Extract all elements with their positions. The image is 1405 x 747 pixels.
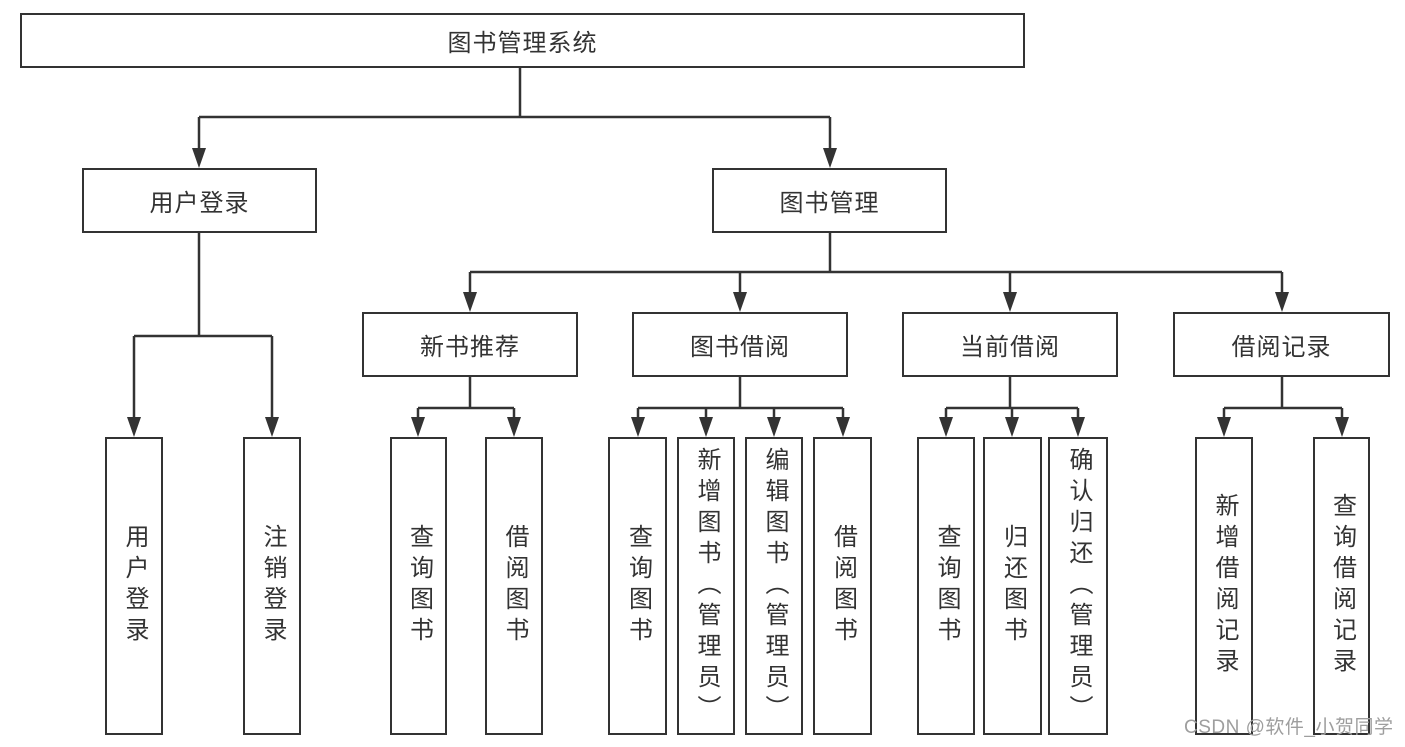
leaf-borrow-book-recommend-label: 借阅图书 xyxy=(501,524,528,648)
leaf-borrow-book-borrow: 借阅图书 xyxy=(813,437,872,735)
node-new-book-recommend-label: 新书推荐 xyxy=(420,334,520,361)
leaf-add-book-admin-label: 新增图书（管理员） xyxy=(693,446,720,726)
node-new-book-recommend: 新书推荐 xyxy=(362,312,578,377)
leaf-add-borrow-record-label: 新增借阅记录 xyxy=(1211,493,1238,679)
leaf-return-book-label: 归还图书 xyxy=(999,524,1027,648)
leaf-logout-label: 注销登录 xyxy=(259,524,286,648)
leaf-edit-book-admin: 编辑图书（管理员） xyxy=(745,437,803,735)
leaf-edit-book-admin-label: 编辑图书（管理员） xyxy=(761,446,788,726)
leaf-query-borrow-record: 查询借阅记录 xyxy=(1313,437,1370,735)
leaf-user-login: 用户登录 xyxy=(105,437,163,735)
node-borrow-records-label: 借阅记录 xyxy=(1231,334,1332,361)
leaf-query-book-recommend: 查询图书 xyxy=(390,437,447,735)
node-user-login: 用户登录 xyxy=(82,168,317,233)
leaf-return-book: 归还图书 xyxy=(983,437,1042,735)
leaf-add-borrow-record: 新增借阅记录 xyxy=(1195,437,1253,735)
leaf-query-book-current: 查询图书 xyxy=(917,437,975,735)
leaf-query-borrow-record-label: 查询借阅记录 xyxy=(1328,493,1356,679)
node-borrow-records: 借阅记录 xyxy=(1173,312,1390,377)
csdn-watermark: CSDN @软件_小贺同学 xyxy=(1184,717,1394,738)
node-book-management: 图书管理 xyxy=(712,168,947,233)
node-root-system: 图书管理系统 xyxy=(20,13,1025,68)
leaf-query-book-current-label: 查询图书 xyxy=(933,524,960,648)
node-book-management-label: 图书管理 xyxy=(779,190,880,217)
leaf-query-book-borrow-label: 查询图书 xyxy=(624,524,652,648)
leaf-user-login-label: 用户登录 xyxy=(121,524,148,648)
leaf-borrow-book-borrow-label: 借阅图书 xyxy=(829,524,857,648)
node-current-borrow: 当前借阅 xyxy=(902,312,1118,377)
leaf-confirm-return-admin-label: 确认归还（管理员） xyxy=(1065,446,1092,726)
node-user-login-label: 用户登录 xyxy=(149,190,250,217)
leaf-query-book-recommend-label: 查询图书 xyxy=(405,524,433,648)
node-current-borrow-label: 当前借阅 xyxy=(960,334,1060,361)
node-root-label: 图书管理系统 xyxy=(447,30,598,57)
leaf-query-book-borrow: 查询图书 xyxy=(608,437,667,735)
leaf-borrow-book-recommend: 借阅图书 xyxy=(485,437,543,735)
node-book-borrow-label: 图书借阅 xyxy=(690,334,790,361)
leaf-confirm-return-admin: 确认归还（管理员） xyxy=(1048,437,1108,735)
arrowheads xyxy=(127,148,1349,437)
leaf-add-book-admin: 新增图书（管理员） xyxy=(677,437,735,735)
node-book-borrow: 图书借阅 xyxy=(632,312,848,377)
leaf-logout: 注销登录 xyxy=(243,437,301,735)
